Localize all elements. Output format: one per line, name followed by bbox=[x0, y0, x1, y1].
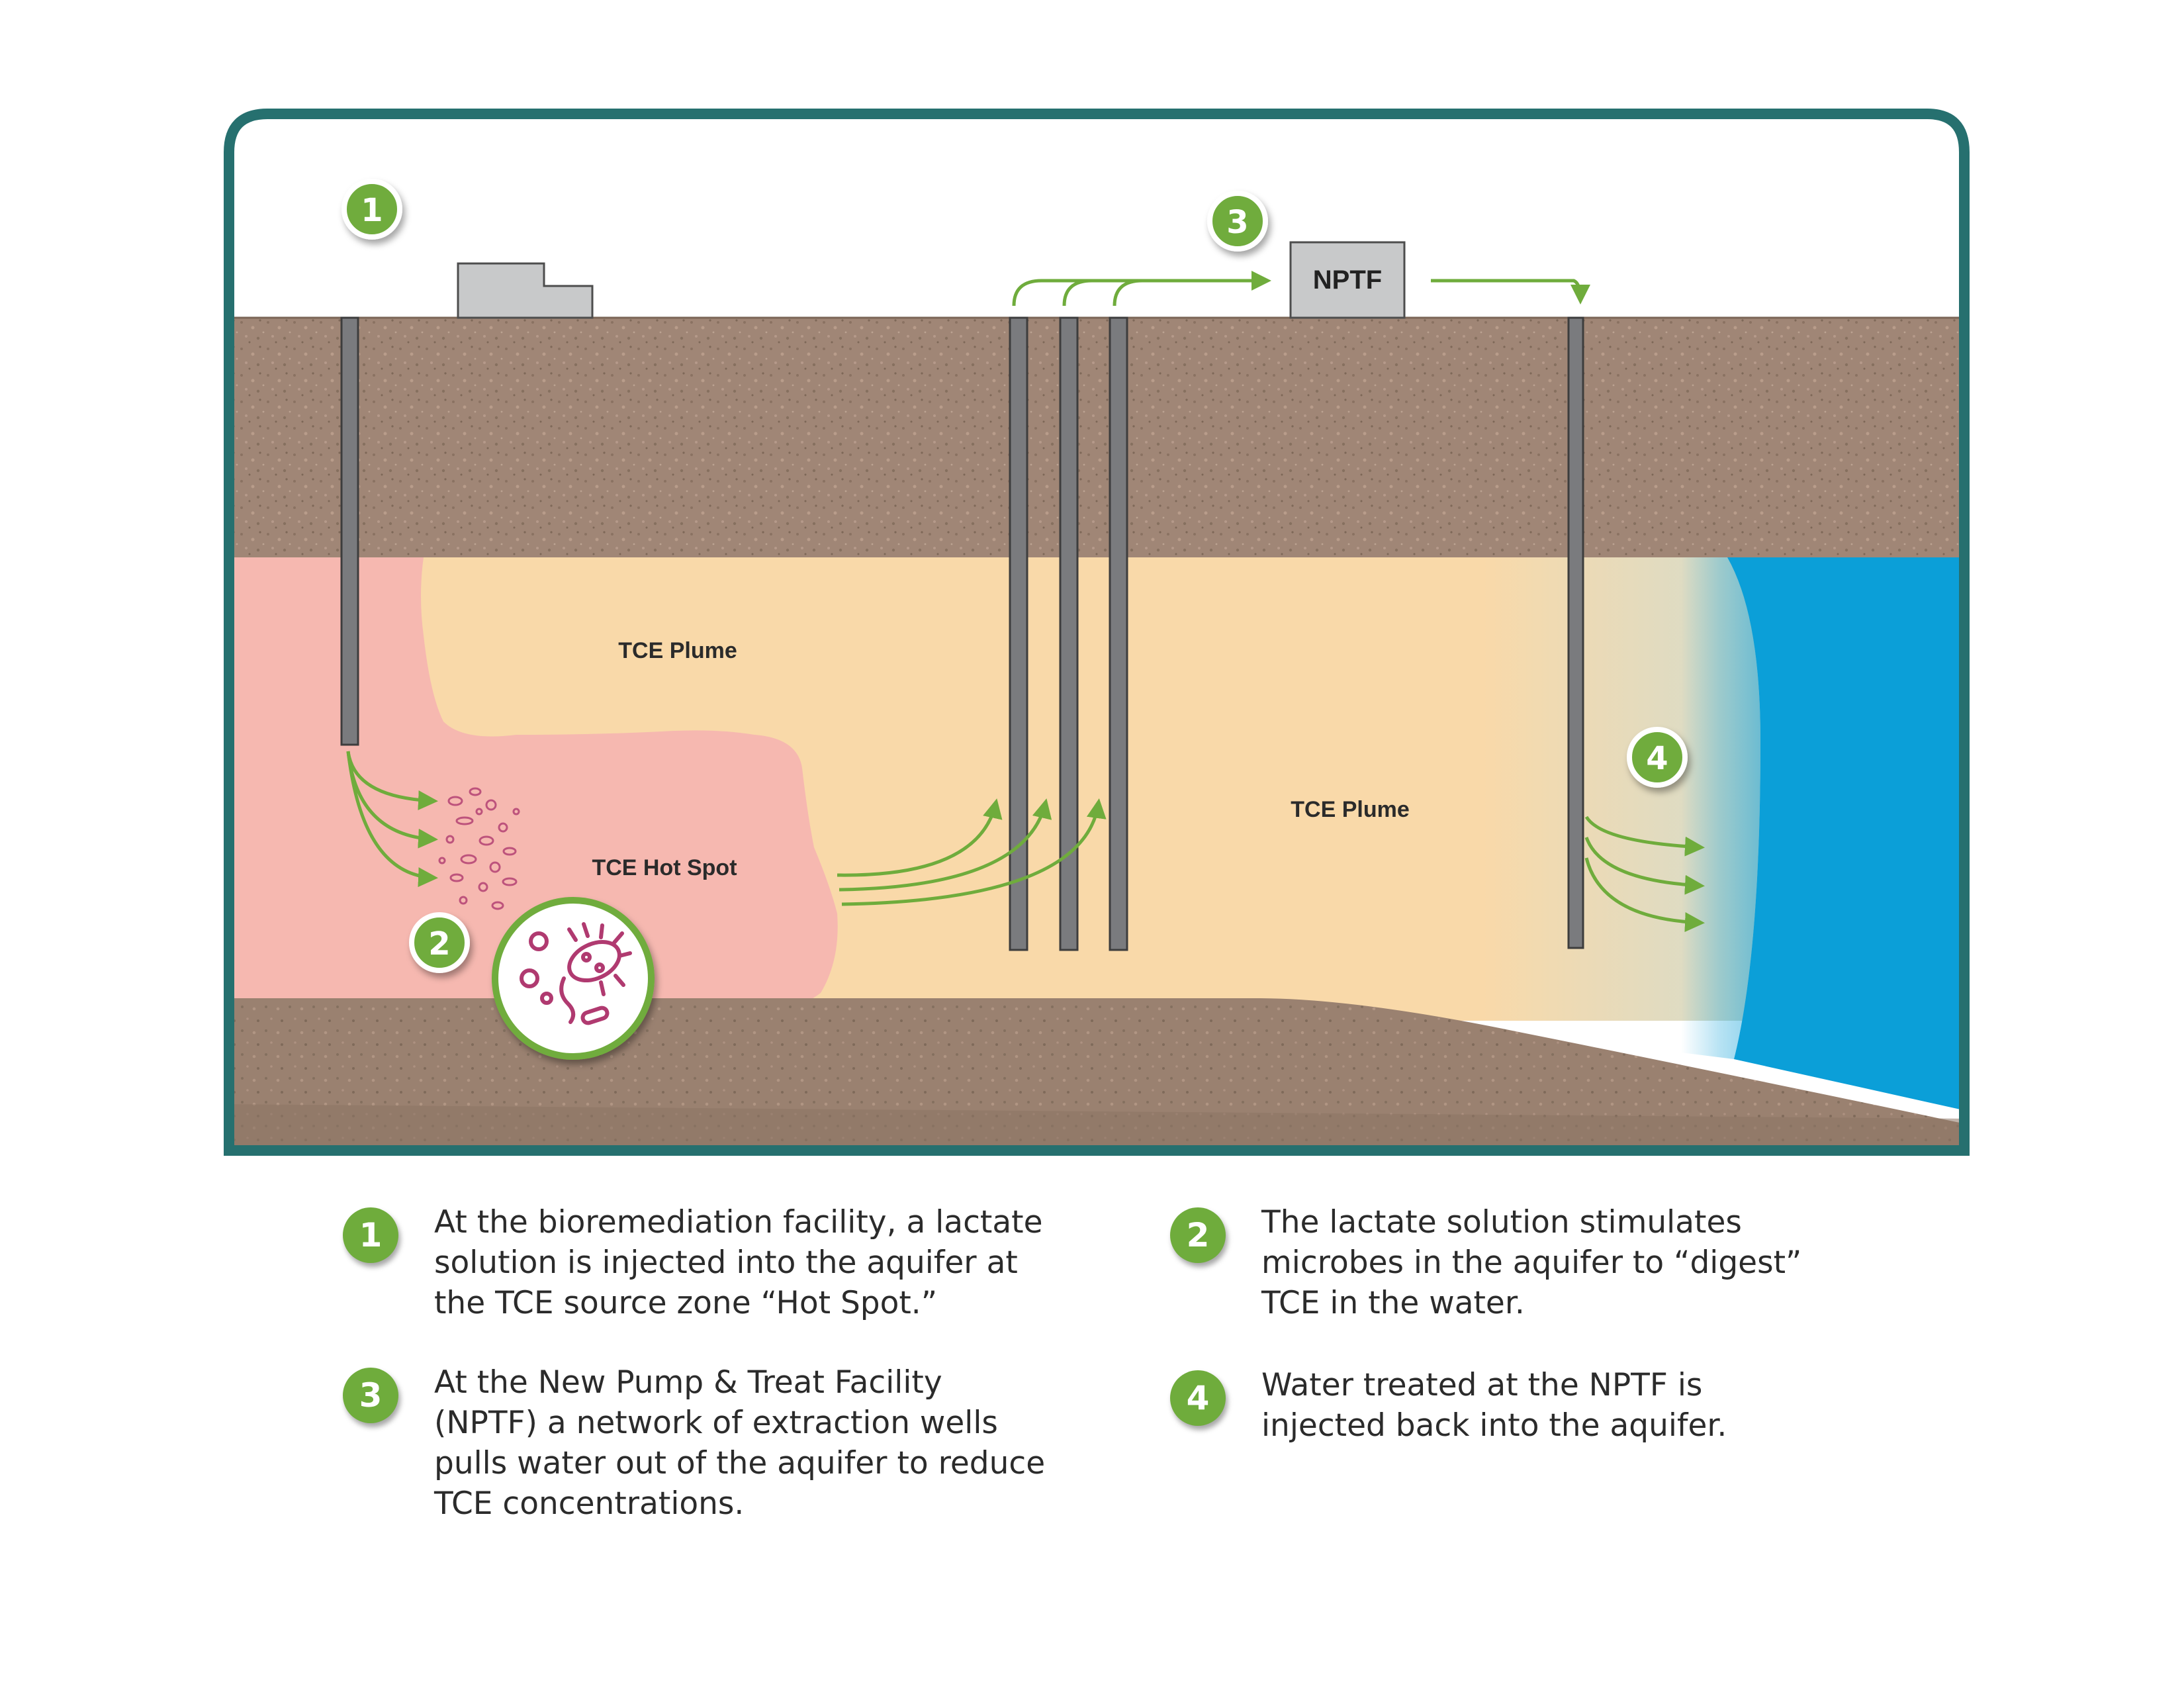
legend-badge-4: 4 bbox=[1170, 1370, 1226, 1426]
legend-text-line: pulls water out of the aquifer to reduce bbox=[434, 1445, 1046, 1481]
legend-text-line: injected back into the aquifer. bbox=[1261, 1407, 1727, 1444]
legend-text-3: At the New Pump & Treat Facility (NPTF) … bbox=[434, 1362, 1096, 1524]
badge-2-number: 2 bbox=[428, 925, 450, 962]
reinjection-flow-arrows bbox=[1584, 816, 1705, 933]
legend-item-1: 1 At the bioremediation facility, a lact… bbox=[343, 1202, 1096, 1323]
microbe-cluster bbox=[438, 787, 520, 910]
injection-well-pipe bbox=[340, 316, 359, 746]
diagram-frame bbox=[224, 109, 1970, 1150]
badge-2 bbox=[409, 912, 470, 973]
water-edge-fade bbox=[1681, 557, 1760, 1059]
bioremediation-facility-building bbox=[457, 262, 594, 319]
legend-text-line: At the bioremediation facility, a lactat… bbox=[434, 1204, 1043, 1241]
legend-text-line: TCE in the water. bbox=[1261, 1285, 1525, 1321]
legend-text-line: (NPTF) a network of extraction wells bbox=[434, 1405, 998, 1441]
tce-hot-spot-zone bbox=[233, 557, 838, 1013]
legend-badge-3: 3 bbox=[343, 1368, 398, 1423]
legend-badge-1: 1 bbox=[343, 1207, 398, 1263]
reinjection-well-pipe bbox=[1567, 316, 1584, 949]
badge-3-number: 3 bbox=[1226, 204, 1248, 241]
nptf-building bbox=[1289, 241, 1406, 319]
bedrock-band bbox=[233, 1104, 1963, 1145]
badge-4-number: 4 bbox=[1646, 740, 1668, 777]
badge-1-number: 1 bbox=[361, 192, 383, 229]
tce-plume-label-2: TCE Plume bbox=[1291, 797, 1409, 822]
badge-1 bbox=[341, 179, 402, 240]
badge-3 bbox=[1207, 191, 1268, 252]
legend-text-line: The lactate solution stimulates bbox=[1261, 1204, 1742, 1241]
legend-text-2: The lactate solution stimulates microbes… bbox=[1261, 1202, 1923, 1323]
plume-to-wells-arrows bbox=[837, 798, 1107, 906]
water-body bbox=[1727, 557, 1963, 1112]
legend-text-4: Water treated at the NPTF is injected ba… bbox=[1261, 1365, 1923, 1446]
aquifer-diagram: NPTF bbox=[224, 109, 1970, 1156]
injection-flow-arrows bbox=[346, 751, 438, 888]
legend-badge-2: 2 bbox=[1170, 1207, 1226, 1263]
legend-text-line: Water treated at the NPTF is bbox=[1261, 1367, 1703, 1403]
tce-plume-label-1: TCE Plume bbox=[618, 638, 737, 663]
legend-text-line: At the New Pump & Treat Facility bbox=[434, 1364, 942, 1401]
nptf-label: NPTF bbox=[1313, 265, 1382, 295]
upper-soil-layer bbox=[233, 318, 1963, 557]
extraction-well-pipe-3 bbox=[1109, 316, 1128, 951]
legend-text-line: microbes in the aquifer to “digest” bbox=[1261, 1244, 1802, 1281]
legend-text-line: TCE concentrations. bbox=[434, 1485, 745, 1522]
legend-item-2: 2 The lactate solution stimulates microb… bbox=[1170, 1202, 1923, 1323]
extraction-well-pipe-2 bbox=[1059, 316, 1079, 951]
legend-text-line: solution is injected into the aquifer at bbox=[434, 1244, 1018, 1281]
extraction-well-pipe-1 bbox=[1009, 316, 1028, 951]
legend-text-1: At the bioremediation facility, a lactat… bbox=[434, 1202, 1096, 1323]
legend-item-3: 3 At the New Pump & Treat Facility (NPTF… bbox=[343, 1362, 1096, 1524]
legend-text-line: the TCE source zone “Hot Spot.” bbox=[434, 1285, 938, 1321]
extraction-flow-arrows bbox=[1012, 271, 1590, 306]
legend-item-4: 4 Water treated at the NPTF is injected … bbox=[1170, 1365, 1923, 1446]
badge-4 bbox=[1627, 727, 1688, 788]
microbe-glyph bbox=[520, 922, 632, 1025]
tce-hot-spot-label: TCE Hot Spot bbox=[592, 855, 737, 880]
